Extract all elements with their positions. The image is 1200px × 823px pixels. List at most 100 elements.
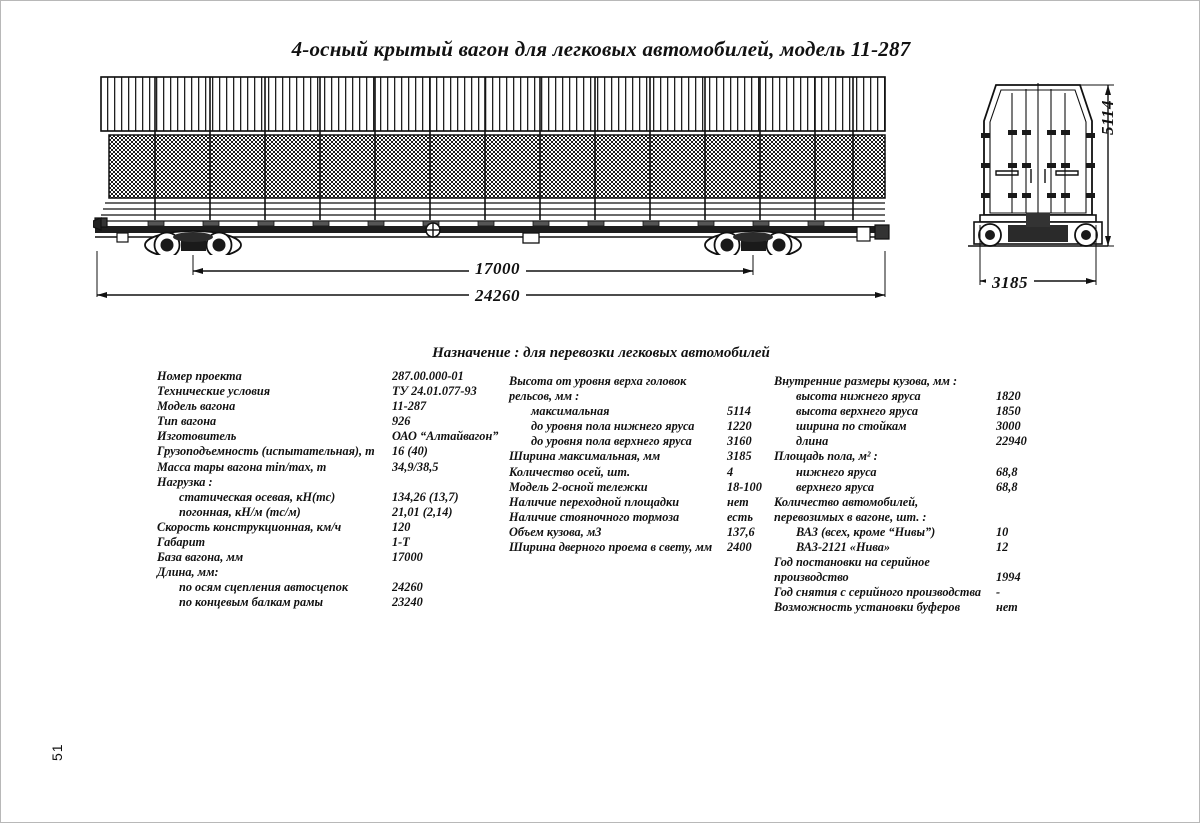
- spec-value: нет: [996, 600, 1018, 615]
- end-view-running-gear: [968, 213, 1108, 247]
- end-view-lashing-brackets: [981, 130, 1095, 198]
- spec-label: Скорость конструкционная, км/ч: [157, 519, 342, 534]
- lower-side-skirt: [99, 202, 885, 222]
- spec-label: Количество автомобилей,: [774, 494, 919, 509]
- spec-value: 21,01 (2,14): [392, 504, 453, 519]
- spec-label: Наличие стояночного тормоза: [509, 509, 680, 524]
- spec-label: верхнего яруса: [796, 479, 874, 494]
- spec-value: 12: [996, 540, 1009, 555]
- spec-value: 11-287: [392, 399, 427, 414]
- spec-row: погонная, кН/м (тс/м) 21,01 (2,14): [157, 505, 507, 520]
- dimension-label-max-height: 5114: [1098, 99, 1117, 135]
- spec-label: Высота от уровня верха головок: [509, 374, 687, 388]
- spec-value: 134,26 (13,7): [392, 489, 459, 504]
- spec-row: Нагрузка :: [157, 475, 507, 490]
- spec-value: 68,8: [996, 464, 1018, 479]
- spec-label: максимальная: [531, 404, 610, 419]
- spec-row: статическая осевая, кН(тс)134,26 (13,7): [157, 490, 507, 505]
- spec-row: Возможность установки буферов нет: [774, 600, 1022, 615]
- spec-label: погонная, кН/м (тс/м): [179, 504, 301, 519]
- spec-label: Грузоподъемность (испытательная), т: [157, 444, 375, 459]
- spec-value: -: [996, 585, 1001, 600]
- railcar-end-view-drawing: [968, 83, 1108, 247]
- spec-row: Площадь пола, м² :: [774, 449, 1022, 464]
- spec-value: 3185: [727, 449, 752, 464]
- spec-row: перевозимых в вагоне, шт. :: [774, 510, 1022, 525]
- spec-label: ширина по стойкам: [796, 419, 907, 434]
- post-feet: [147, 220, 825, 227]
- spec-column-right: Внутренние размеры кузова, мм :высота ни…: [774, 374, 1027, 616]
- spec-label: Модель 2-осной тележки: [509, 479, 648, 494]
- spec-value: 18-100: [727, 479, 762, 494]
- spec-value: 16 (40): [392, 444, 428, 459]
- spec-label: высота нижнего яруса: [796, 389, 921, 404]
- spec-value: 10: [996, 524, 1009, 539]
- spec-label: Площадь пола, м² :: [774, 449, 878, 464]
- spec-row: Модель 2-осной тележки 18-100: [509, 480, 771, 495]
- spec-value: ТУ 24.01.077-93: [392, 384, 477, 399]
- spec-value: 3160: [727, 434, 752, 449]
- spec-label: Модель вагона: [157, 399, 236, 414]
- spec-value: 34,9/38,5: [392, 459, 439, 474]
- spec-value: 1994: [996, 570, 1021, 585]
- page-title: 4-осный крытый вагон для легковых автомо…: [291, 37, 911, 61]
- page-number: 51: [49, 743, 65, 761]
- dimension-label-overall-length: 24260: [469, 286, 526, 306]
- spec-label: Ширина дверного проема в свету, мм: [509, 540, 713, 555]
- spec-row: Количество автомобилей,: [774, 495, 1022, 510]
- spec-value: 68,8: [996, 479, 1018, 494]
- spec-row: Год снятия с серийного производства-: [774, 585, 1022, 600]
- spec-label: высота верхнего яруса: [796, 404, 919, 419]
- spec-label: рельсов, мм :: [509, 389, 580, 404]
- spec-label: Номер проекта: [157, 369, 242, 383]
- spec-value: нет: [727, 494, 749, 509]
- spec-value: 4: [727, 464, 734, 479]
- spec-label: Год постановки на серийное: [774, 555, 930, 570]
- dimension-label-max-width: 3185: [986, 273, 1034, 293]
- spec-row: Год постановки на серийное: [774, 555, 1022, 570]
- spec-value: 1220: [727, 419, 752, 434]
- mesh-side-panel-band: [108, 134, 886, 199]
- spec-label: Тип вагона: [157, 414, 217, 429]
- coupler-right: [856, 224, 890, 242]
- spec-row: до уровня пола нижнего яруса 1220: [509, 419, 771, 434]
- spec-row: Длина, мм:: [157, 565, 507, 580]
- spec-value: ОАО “Алтайвагон”: [392, 429, 499, 444]
- bogie-right: [704, 230, 802, 255]
- spec-row: Высота от уровня верха головок: [509, 374, 771, 389]
- spec-label: Возможность установки буферов: [774, 600, 961, 615]
- spec-label: Нагрузка :: [157, 474, 213, 489]
- spec-row: Модель вагона 11-287: [157, 399, 507, 414]
- spec-label: до уровня пола нижнего яруса: [531, 419, 695, 434]
- spec-value: 137,6: [727, 524, 755, 539]
- spec-row: ВАЗ (всех, кроме “Нивы”)10: [774, 525, 1022, 540]
- spec-row: высота нижнего яруса 1820: [774, 389, 1022, 404]
- spec-row: Количество осей, шт.4: [509, 465, 771, 480]
- spec-value: 1820: [996, 389, 1021, 404]
- spec-value: 2400: [727, 540, 752, 555]
- railcar-side-view-drawing: [93, 76, 890, 255]
- spec-label: База вагона, мм: [157, 550, 244, 565]
- coupler-left: [93, 217, 129, 243]
- spec-label: по осям сцепления автосцепок: [179, 580, 349, 595]
- spec-label: Габарит: [157, 535, 206, 550]
- spec-row: Грузоподъемность (испытательная), т 16 (4…: [157, 444, 507, 459]
- spec-row: рельсов, мм :: [509, 389, 771, 404]
